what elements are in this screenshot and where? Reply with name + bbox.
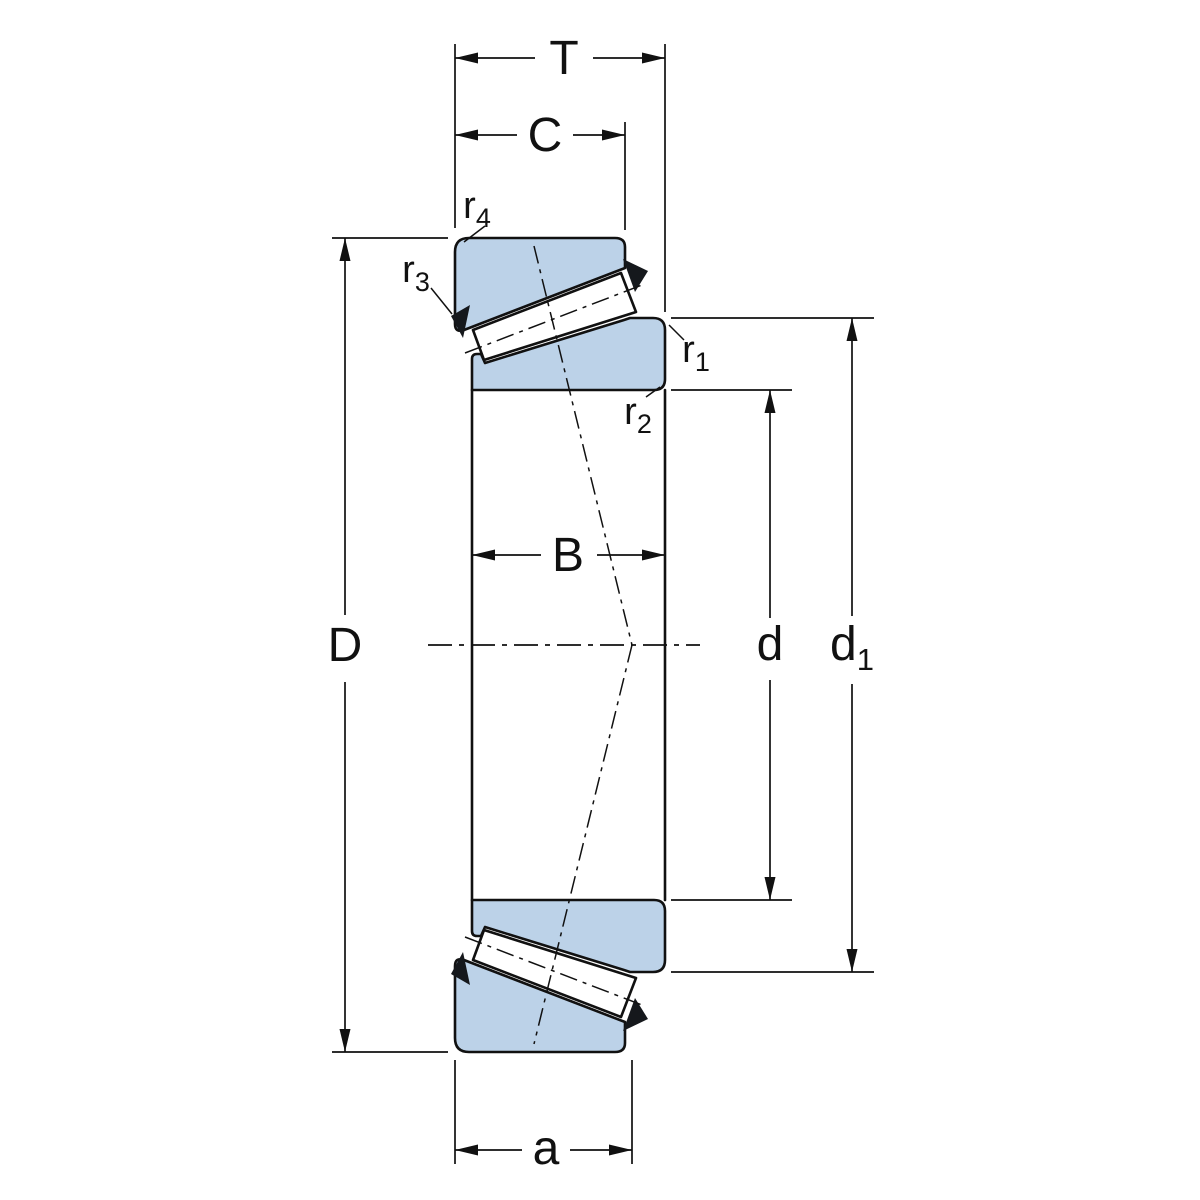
bearing-upper-half bbox=[451, 236, 667, 392]
dimension-d: d bbox=[671, 389, 792, 901]
arrowhead-right bbox=[609, 1144, 632, 1156]
tapered-roller-bottom bbox=[471, 928, 638, 1019]
cage-section-top-left bbox=[451, 305, 470, 338]
dimension-label-D: D bbox=[328, 619, 363, 672]
leader-line bbox=[430, 287, 453, 315]
arrowhead-right bbox=[602, 129, 625, 141]
fillet-r3-base: r bbox=[402, 249, 415, 291]
arrowhead-left bbox=[455, 1144, 478, 1156]
fillet-label-r1-text: r1 bbox=[682, 329, 710, 377]
arrowhead-right bbox=[642, 549, 665, 561]
roller-axis-line-top bbox=[464, 284, 643, 354]
fillet-label-r4-text: r4 bbox=[463, 185, 491, 233]
dimension-label-d1: d1 bbox=[830, 618, 874, 677]
outer-ring-cup-top bbox=[453, 236, 627, 333]
dimension-label-d1-subscript: 1 bbox=[857, 642, 874, 677]
inner-ring-cone-bottom bbox=[470, 898, 667, 974]
fillet-label-r4: r4 bbox=[463, 185, 491, 243]
arrowhead-left bbox=[455, 129, 478, 141]
arrowhead-right bbox=[642, 52, 665, 64]
roller-axis-line-bottom bbox=[464, 936, 643, 1006]
arrowhead-bottom bbox=[339, 1029, 351, 1052]
dimension-d1: d1 bbox=[671, 317, 874, 973]
leader-line bbox=[645, 386, 661, 398]
outer-ring-cup-bottom bbox=[453, 957, 627, 1054]
fillet-label-r1: r1 bbox=[668, 324, 710, 377]
dimension-D: D bbox=[328, 237, 448, 1053]
arrowhead-bottom bbox=[846, 949, 858, 972]
dimension-label-C: C bbox=[528, 109, 563, 162]
leader-line bbox=[668, 324, 685, 341]
arrowhead-top bbox=[339, 238, 351, 261]
fillet-r2-subscript: 2 bbox=[637, 409, 652, 439]
cage-section-top-right bbox=[623, 259, 648, 292]
fillet-r2-base: r bbox=[624, 391, 637, 433]
fillet-r1-base: r bbox=[682, 329, 695, 371]
fillet-r1-subscript: 1 bbox=[695, 347, 710, 377]
tapered-roller-top bbox=[471, 271, 638, 362]
cage-section-bottom-right bbox=[623, 998, 648, 1031]
fillet-r3-subscript: 3 bbox=[415, 267, 430, 297]
dimension-label-a: a bbox=[533, 1122, 560, 1175]
bearing-lower-half bbox=[451, 898, 667, 1054]
fillet-r4-subscript: 4 bbox=[476, 203, 491, 233]
leader-line bbox=[463, 225, 486, 243]
dimension-C: C bbox=[455, 109, 626, 230]
dimension-label-d1-base: d bbox=[830, 618, 857, 671]
dimension-label-d: d bbox=[757, 618, 784, 671]
arrowhead-left bbox=[472, 549, 495, 561]
cage-section-bottom-left bbox=[451, 952, 470, 985]
dimension-label-B: B bbox=[552, 529, 584, 582]
fillet-label-r3: r3 bbox=[402, 249, 453, 315]
arrowhead-top bbox=[764, 390, 776, 413]
dimension-T: T bbox=[454, 32, 666, 312]
dimension-label-T: T bbox=[549, 32, 578, 85]
fillet-r4-base: r bbox=[463, 185, 476, 227]
inner-ring-cone-top bbox=[470, 316, 667, 392]
fillet-label-r2: r2 bbox=[624, 386, 661, 439]
arrowhead-left bbox=[455, 52, 478, 64]
load-line-bottom bbox=[533, 644, 633, 1045]
fillet-label-r2-text: r2 bbox=[624, 391, 652, 439]
dimension-a: a bbox=[454, 1060, 633, 1175]
load-line-top bbox=[533, 245, 633, 646]
arrowhead-top bbox=[846, 318, 858, 341]
dimension-B: B bbox=[472, 529, 665, 582]
arrowhead-bottom bbox=[764, 877, 776, 900]
fillet-label-r3-text: r3 bbox=[402, 249, 430, 297]
